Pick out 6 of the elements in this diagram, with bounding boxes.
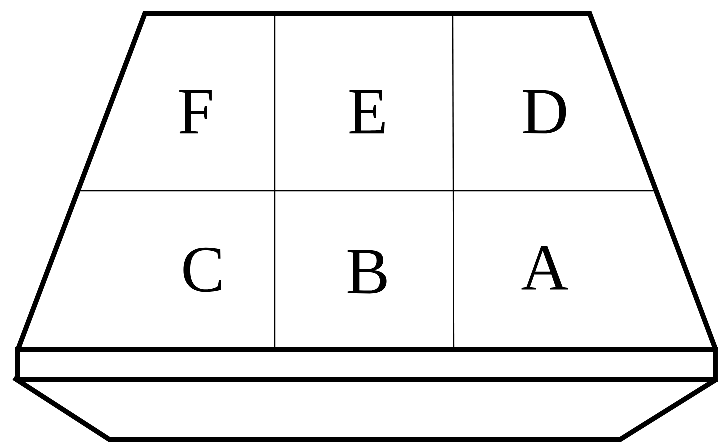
cell-letter: D (523, 90, 566, 134)
cell-letter: F (180, 90, 212, 134)
cell-letter: A (522, 246, 568, 290)
cell-letter: B (348, 250, 387, 294)
cell-letter: E (350, 90, 385, 134)
cell-letter: C (184, 248, 222, 292)
